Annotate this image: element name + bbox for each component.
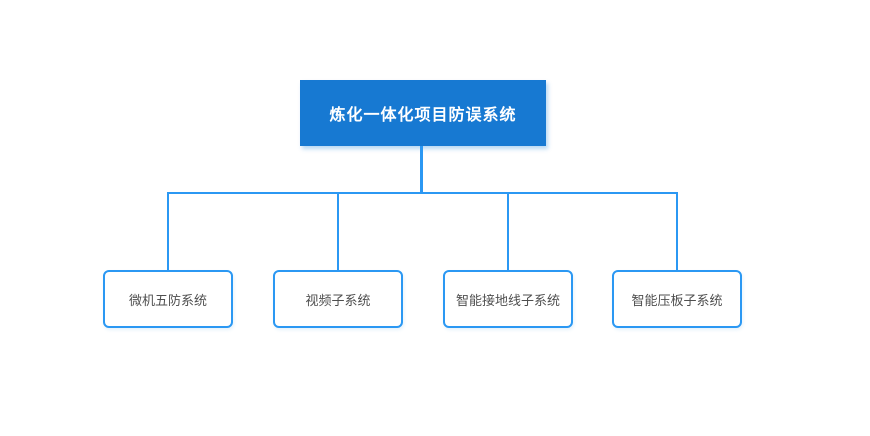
- connector-root-stem: [420, 146, 423, 193]
- connector-drop-3: [507, 192, 509, 271]
- child-node-grounding-wire[interactable]: 智能接地线子系统: [443, 270, 573, 328]
- root-node[interactable]: 炼化一体化项目防误系统: [300, 80, 546, 146]
- connector-drop-2: [337, 192, 339, 271]
- root-node-label: 炼化一体化项目防误系统: [329, 107, 517, 124]
- connector-drop-4: [676, 192, 678, 271]
- connector-horizontal: [167, 192, 678, 194]
- child-node-label: 微机五防系统: [128, 292, 207, 308]
- child-node-label: 智能接地线子系统: [455, 292, 560, 308]
- child-node-video[interactable]: 视频子系统: [273, 270, 403, 328]
- child-node-label: 智能压板子系统: [631, 292, 723, 308]
- child-node-wujifang[interactable]: 微机五防系统: [103, 270, 233, 328]
- child-node-label: 视频子系统: [305, 292, 371, 308]
- child-node-pressure-plate[interactable]: 智能压板子系统: [612, 270, 742, 328]
- connector-drop-1: [167, 192, 169, 271]
